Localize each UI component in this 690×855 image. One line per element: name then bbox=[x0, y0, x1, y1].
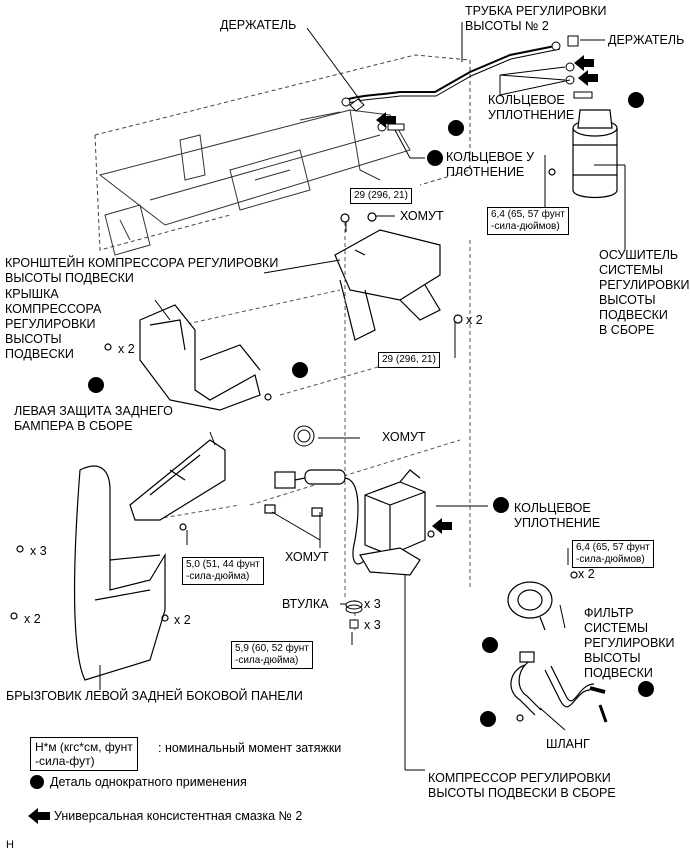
torque-compressor: 5,9 (60, 52 фунт -сила-дюйма) bbox=[231, 641, 313, 669]
hose-part bbox=[510, 651, 608, 723]
vehicle-frame bbox=[98, 109, 411, 256]
compressor-nut bbox=[349, 619, 359, 629]
label-mudguard: БРЫЗГОВИК ЛЕВОЙ ЗАДНЕЙ БОКОВОЙ ПАНЕЛИ bbox=[6, 689, 303, 703]
legend-single-use: Деталь однократного применения bbox=[50, 775, 247, 789]
height-control-tube bbox=[341, 41, 561, 107]
legend-torque-box: Н*м (кгс*см, фунт -сила-фут) bbox=[30, 737, 138, 771]
label-clamp-mid: ХОМУТ bbox=[382, 430, 426, 444]
torque-bracket-top: 29 (296, 21) bbox=[350, 188, 412, 204]
legend-grease: Универсальная консистентная смазка № 2 bbox=[54, 809, 303, 823]
torque-guard: 5,0 (51, 44 фунт -сила-дюйма) bbox=[182, 557, 264, 585]
bushing-part bbox=[345, 600, 363, 614]
label-dryer: ОСУШИТЕЛЬ СИСТЕМЫ РЕГУЛИРОВКИ ВЫСОТЫ ПОД… bbox=[599, 248, 690, 337]
clamp-ring bbox=[293, 425, 315, 447]
vehicle-frame-outline bbox=[94, 54, 471, 251]
single-use-dot bbox=[88, 377, 104, 393]
single-use-dot bbox=[427, 150, 443, 166]
qty-mudguard-a: x 3 bbox=[30, 544, 47, 558]
single-use-dot bbox=[480, 711, 496, 727]
torque-dryer: 6,4 (65, 57 фунт -сила-дюймов) bbox=[487, 207, 569, 235]
dryer-assembly bbox=[548, 109, 618, 199]
single-use-dot bbox=[628, 92, 644, 108]
qty-bushing: x 3 bbox=[364, 597, 381, 611]
label-cover: КРЫШКА КОМПРЕССОРА РЕГУЛИРОВКИ ВЫСОТЫ ПО… bbox=[5, 287, 102, 361]
label-holder-right: ДЕРЖАТЕЛЬ bbox=[608, 33, 685, 47]
grease-arrows bbox=[376, 55, 598, 534]
torque-filter: 6,4 (65, 57 фунт -сила-дюймов) bbox=[572, 540, 654, 568]
torque-bracket-side: 29 (296, 21) bbox=[378, 352, 440, 368]
label-o-ring-middle: КОЛЬЦЕВОЕ У ПЛОТНЕНИЕ bbox=[446, 150, 535, 179]
qty-mudguard-b: x 2 bbox=[24, 612, 41, 626]
label-holder-left: ДЕРЖАТЕЛЬ bbox=[220, 18, 297, 32]
holder-clip-left bbox=[349, 98, 365, 112]
single-use-dot bbox=[482, 637, 498, 653]
footer-code: H bbox=[6, 839, 14, 851]
single-use-dot bbox=[292, 362, 308, 378]
bumper-guard-part bbox=[129, 439, 226, 531]
holder-clip-right bbox=[567, 35, 579, 47]
qty-filter-bolts: x 2 bbox=[578, 567, 595, 581]
compressor-bracket bbox=[334, 212, 463, 341]
legend-grease-arrow bbox=[28, 808, 50, 824]
label-compressor: КОМПРЕССОР РЕГУЛИРОВКИ ВЫСОТЫ ПОДВЕСКИ В… bbox=[428, 771, 616, 800]
label-filter: ФИЛЬТР СИСТЕМЫ РЕГУЛИРОВКИ ВЫСОТЫ ПОДВЕС… bbox=[584, 606, 675, 680]
label-clamp-lower: ХОМУТ bbox=[285, 550, 329, 564]
label-clamp-top: ХОМУТ bbox=[400, 209, 444, 223]
compressor-cover bbox=[104, 304, 272, 411]
label-o-ring-lower: КОЛЬЦЕВОЕ УПЛОТНЕНИЕ bbox=[514, 501, 601, 530]
compressor-assembly bbox=[359, 469, 435, 576]
label-hose: ШЛАНГ bbox=[546, 737, 590, 751]
legend-torque-text: : номинальный момент затяжки bbox=[158, 741, 342, 755]
qty-mudguard-c: x 2 bbox=[174, 613, 191, 627]
qty-bracket-bolts: x 2 bbox=[466, 313, 483, 327]
label-bushing: ВТУЛКА bbox=[282, 597, 329, 611]
mudguard-part bbox=[10, 465, 169, 681]
qty-compressor-nuts: x 3 bbox=[364, 618, 381, 632]
o-ring-group-right bbox=[499, 62, 593, 99]
filter-assembly bbox=[507, 571, 578, 631]
legend-single-use-dot bbox=[30, 775, 44, 789]
leader-lines bbox=[99, 22, 626, 771]
harness-connector bbox=[264, 469, 366, 565]
single-use-dot bbox=[493, 497, 509, 513]
single-use-dot bbox=[638, 681, 654, 697]
qty-cover-bolts: x 2 bbox=[118, 342, 135, 356]
label-bracket: КРОНШТЕЙН КОМПРЕССОРА РЕГУЛИРОВКИ ВЫСОТЫ… bbox=[5, 256, 279, 285]
label-bumper-guard: ЛЕВАЯ ЗАЩИТА ЗАДНЕГО БАМПЕРА В СБОРЕ bbox=[14, 404, 173, 433]
single-use-dot bbox=[448, 120, 464, 136]
label-o-ring-right: КОЛЬЦЕВОЕ УПЛОТНЕНИЕ bbox=[488, 93, 575, 122]
label-height-tube: ТРУБКА РЕГУЛИРОВКИ ВЫСОТЫ № 2 bbox=[465, 4, 607, 33]
